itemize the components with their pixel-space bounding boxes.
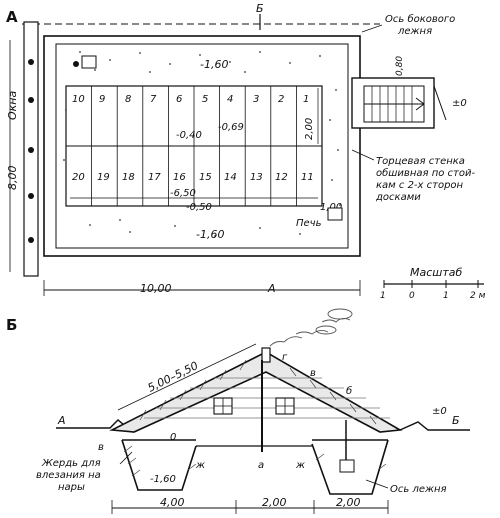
mark-zero: 0 [170,432,176,443]
windows-label: Окна [6,91,19,120]
bunk-number: 4 [227,94,233,105]
mark-zh-right: ж [295,460,305,471]
mark-a: а [258,460,264,471]
plan-view: А Б Ось бокового лежня Окна 8,00 [6,2,486,301]
end-wall-text-2: обшивная по стой- [376,167,475,179]
end-wall-text-1: Торцевая стенка [376,156,465,167]
dim-10-00: 10,00 [140,282,172,295]
dim-minus-0-40: -0,40 [176,130,202,141]
stove-symbol [327,207,343,221]
side-axis-label-2: лежня [397,26,432,37]
scale-tick-label: 0 [409,291,415,301]
bunk-number: 3 [253,94,259,105]
bunk-number: 14 [224,172,237,183]
dim-bottom-minus-1-60: -1,60 [196,228,224,241]
pole-label: Жердь для влезания на нары [36,458,101,493]
scale-label: Масштаб [410,266,462,279]
earth-stipple [63,51,341,237]
bunk-number: 18 [122,172,135,183]
section-a-mark-left: А [57,414,66,427]
vent-dot [73,61,79,67]
dim-minus-0-50: -0,50 [186,202,212,213]
bunk-number: 20 [72,172,85,183]
section-a-mark: А [267,282,276,295]
mark-g: г [282,352,288,363]
bunk-number: 2 [278,94,284,105]
bunk-number: 5 [202,94,208,105]
side-axis-label-1: Ось бокового [385,13,455,25]
dim-minus-0-69: -0,69 [218,122,244,133]
bunk-number: 13 [250,172,263,183]
dim-2-00-mid: 2,00 [262,496,287,509]
level-pm0-section: ±0 [432,406,447,417]
bunk-number: 15 [199,172,212,183]
right-pit [311,439,389,495]
bunk-numbers-top: 10 9 8 7 6 5 4 3 2 1 [72,94,309,105]
dim-0-80: 0,80 [395,56,405,76]
pole-label-3: нары [58,482,85,493]
bunk-number: 8 [125,94,131,105]
end-wall-text-3: кам с 2-х сторон [376,180,464,191]
section-view: Б А Б ±0 5,00–5,50 г в б [6,308,470,514]
axis-leader [365,479,389,489]
smoke [269,308,353,347]
panel-a-letter: А [6,8,18,26]
gable-planks [144,377,390,419]
side-axis-leader [361,24,383,33]
dim-minus-1-60-section: -1,60 [150,474,176,485]
vent-box [81,55,97,69]
bunk-numbers-bottom: 20 19 18 17 16 15 14 13 12 11 [72,172,314,183]
dim-2-00-plan: 2,00 [304,118,315,140]
bunk-number: 12 [275,172,288,183]
pole-leader [119,451,133,465]
bunk-number: 9 [99,94,105,105]
dim-8-00: 8,00 [6,166,19,191]
section-b-mark-right: Б [452,414,460,427]
dim-top-minus-1-60: -1,60 [200,58,228,71]
scale-tick-label: 2 м [470,291,486,301]
section-b-mark-top: Б [256,2,264,15]
stove-label: Печь [296,218,322,229]
stove-section [339,459,355,473]
bunk-number: 1 [303,94,309,105]
axis-label-section: Ось лежня [390,484,447,495]
slope-dim-line [117,343,257,411]
scale-tick-label: 1 [380,291,386,301]
bunk-dividers [91,86,297,206]
dim-2-00-right: 2,00 [336,496,361,509]
bunk-number: 7 [150,94,157,105]
pole-label-2: влезания на [36,470,101,481]
bunk-number: 6 [176,94,182,105]
mark-b: б [346,385,352,397]
window-marks [28,59,34,243]
ground-right [399,421,470,431]
bunk-number: 10 [72,94,85,105]
left-pit [121,439,197,491]
mark-v-left: в [98,442,104,453]
entrance-stair [351,77,447,129]
chimney [261,347,271,363]
pit-hatching [123,445,387,477]
bunk-number: 19 [97,172,110,183]
pole-label-1: Жердь для [41,458,101,469]
panel-b-letter: Б [6,316,17,334]
end-wall-text-4: досками [375,192,421,203]
dim-4-00: 4,00 [160,496,185,509]
mark-v: в [310,368,316,379]
bunk-number: 16 [173,172,186,183]
scale-tick-label: 1 [443,291,449,301]
end-wall-leader [351,149,375,161]
dim-minus-6-50: -6,50 [170,188,196,199]
mark-zh-left: ж [195,460,205,471]
bunk-number: 17 [148,172,161,183]
level-pm0-plan: ±0 [452,98,467,109]
end-wall-label: Торцевая стенка обшивная по стой- кам с … [375,156,475,203]
bunk-number: 11 [301,172,314,183]
